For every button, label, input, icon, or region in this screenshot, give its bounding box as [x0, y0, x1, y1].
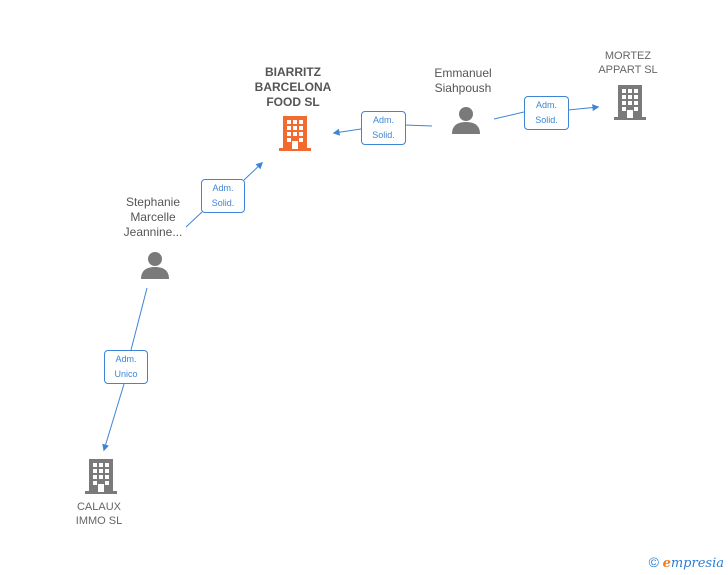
copyright-symbol: © [648, 554, 659, 570]
company-label-mortez[interactable]: MORTEZ APPART SL [598, 50, 658, 76]
edge-stephanie-biarritz [185, 211, 203, 228]
empresia-logo: empresia [662, 556, 724, 571]
company-label-biarritz[interactable]: BIARRITZ BARCELONA FOOD SL [254, 65, 332, 109]
edge-emmanuel-biarritz-arrow [332, 128, 362, 136]
edge-stephanie-calaux [130, 287, 148, 351]
person-label-stephanie[interactable]: Stephanie Marcelle Jeannine... [123, 195, 183, 239]
edge-label-emmanuel-biarritz[interactable]: Adm. Solid. [361, 111, 406, 145]
person-icon[interactable] [140, 250, 170, 280]
building-icon[interactable] [614, 84, 646, 120]
edge-stephanie-calaux-arrow [102, 383, 125, 452]
empresia-watermark: © empresia [649, 554, 724, 571]
edge-label-emmanuel-mortez[interactable]: Adm. Solid. [524, 96, 569, 130]
edge-emmanuel-mortez [493, 111, 525, 120]
edge-label-stephanie-biarritz[interactable]: Adm. Solid. [201, 179, 245, 213]
building-icon[interactable] [85, 458, 117, 494]
person-icon[interactable] [451, 105, 481, 135]
edge-emmanuel-biarritz [404, 124, 433, 127]
company-label-calaux[interactable]: CALAUX IMMO SL [75, 501, 123, 527]
building-icon[interactable] [279, 115, 311, 151]
edge-emmanuel-mortez-arrow [567, 104, 600, 112]
person-label-emmanuel[interactable]: Emmanuel Siahpoush [434, 66, 492, 95]
edge-stephanie-biarritz-arrow [243, 162, 264, 181]
edge-label-stephanie-calaux[interactable]: Adm. Unico [104, 350, 148, 384]
